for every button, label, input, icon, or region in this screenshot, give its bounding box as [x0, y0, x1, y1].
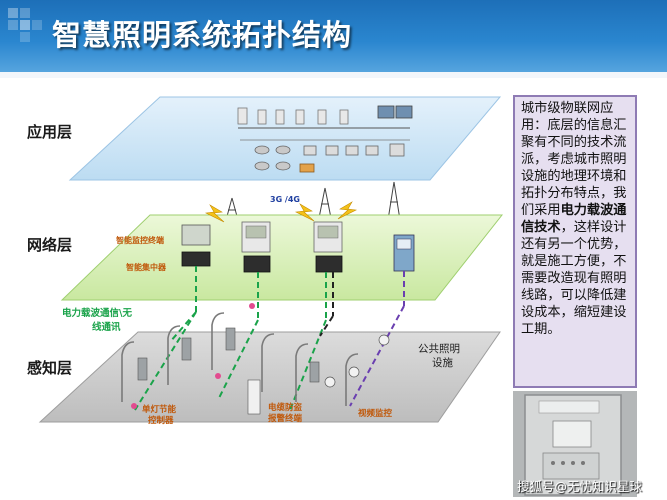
concentrator-devices [181, 221, 415, 273]
concentrator-icon [241, 221, 271, 273]
street-lamp-icons [121, 312, 359, 406]
concentrator-icon [313, 221, 343, 273]
layer-label-sense: 感知层 [27, 359, 73, 377]
watermark-text: 搜狐号@无忧知识星球 [517, 479, 643, 494]
flower-lamp-icons [131, 303, 255, 409]
channel-label: 电力载波通信\无 线通讯 [62, 307, 135, 333]
description-panel: 城市级物联网应用：底层的信息汇聚有不同的技术流派，考虑城市照明设施的地理环境和拓… [513, 95, 637, 388]
anti-theft-terminal-label: 电缆防盗 报警终端 [268, 402, 305, 424]
single-lamp-controller-label: 单灯节能 控制器 [142, 404, 179, 426]
label-monitor-terminal: 智能监控终端 [116, 235, 164, 245]
title-grid-icon [8, 8, 42, 42]
page-title: 智慧照明系统拓扑结构 [52, 18, 353, 52]
workstation-icon [299, 143, 405, 173]
purple-links [349, 271, 405, 407]
title-divider [0, 72, 667, 78]
public-lighting-label: 公共照明 设施 [418, 343, 463, 369]
wireless-tower-icons [225, 181, 401, 221]
layer-label-network: 网络层 [27, 236, 73, 254]
lamp-controller-icons [137, 327, 320, 415]
description-text-bold: 电力载波通信技术 [521, 203, 627, 235]
monitor-icon [377, 105, 413, 119]
application-devices [237, 105, 413, 173]
label-concentrator: 智能集中器 [126, 262, 167, 272]
network-plane [60, 214, 504, 301]
server-icon [237, 107, 349, 125]
concentrator-photo-icon [513, 391, 637, 497]
meter-box-icon [393, 234, 415, 272]
device-photo [513, 391, 637, 497]
topology-diagram: 3G /4G 智能监控终端 智能集中器 [38, 96, 504, 426]
router-icon [254, 145, 291, 171]
sense-plane [38, 331, 501, 423]
layer-label-app: 应用层 [27, 123, 73, 141]
label-3g4g: 3G /4G [270, 195, 300, 204]
description-text-1: 城市级物联网应用：底层的信息汇聚有不同的技术流派，考虑城市照明设施的地理环境和拓… [521, 101, 627, 218]
concentrator-icon [181, 224, 211, 267]
title-bar: 智慧照明系统拓扑结构 [0, 0, 667, 75]
video-monitor-label: 视频监控 [358, 408, 393, 419]
black-links [319, 272, 334, 337]
camera-icons [324, 334, 390, 388]
description-text-2: ，这样设计还有另一个优势，就是施工方便，不需要改造现有照明线路，可以降低建设成本… [521, 220, 627, 337]
lightning-icons [204, 201, 358, 223]
